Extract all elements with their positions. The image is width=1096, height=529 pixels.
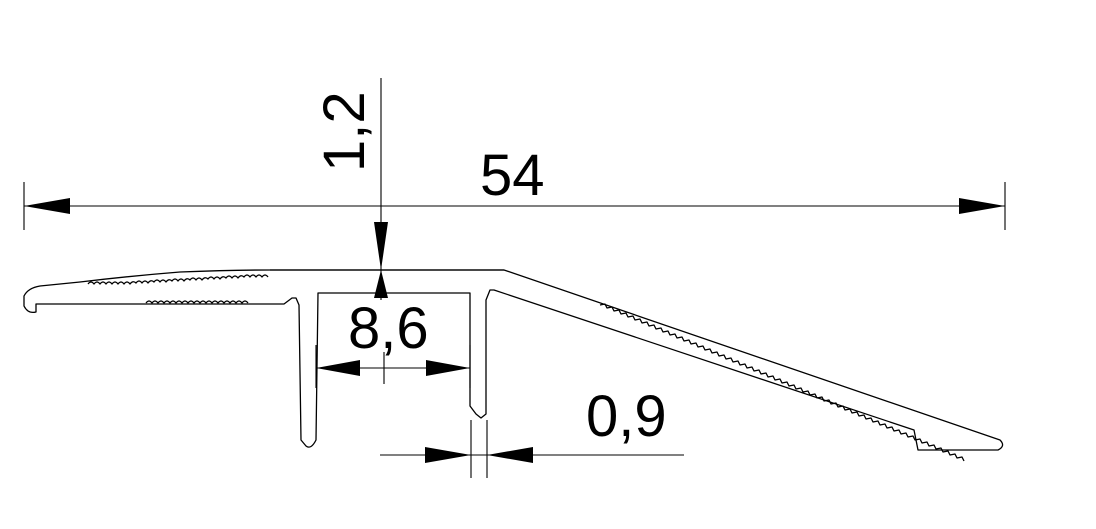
label-channel-width: 8,6 xyxy=(348,296,429,361)
label-wall-thickness: 0,9 xyxy=(586,384,667,449)
arrowhead-wall-left xyxy=(425,447,471,463)
arrowhead-channel-left xyxy=(316,360,360,376)
arrowhead-wall-right xyxy=(487,447,533,463)
top-serration xyxy=(87,274,269,285)
profile-outer-contour xyxy=(23,269,1004,451)
dimension-overall-width: 54 xyxy=(23,143,1006,230)
arrowhead-channel-right xyxy=(426,360,470,376)
arrowhead-left xyxy=(24,198,70,214)
dimension-top-thickness: 1,2 xyxy=(312,78,388,300)
arrowhead-thickness-down xyxy=(374,222,388,270)
label-overall-width: 54 xyxy=(480,143,545,208)
bottom-serration xyxy=(145,300,249,304)
ramp-serration xyxy=(599,303,965,462)
arrowhead-thickness-up xyxy=(374,270,388,298)
profile-outline xyxy=(23,269,1004,462)
arrowhead-right xyxy=(959,198,1005,214)
dimension-wall-thickness: 0,9 xyxy=(380,384,684,478)
dimension-channel-width: 8,6 xyxy=(315,296,471,388)
label-top-thickness: 1,2 xyxy=(312,91,377,172)
